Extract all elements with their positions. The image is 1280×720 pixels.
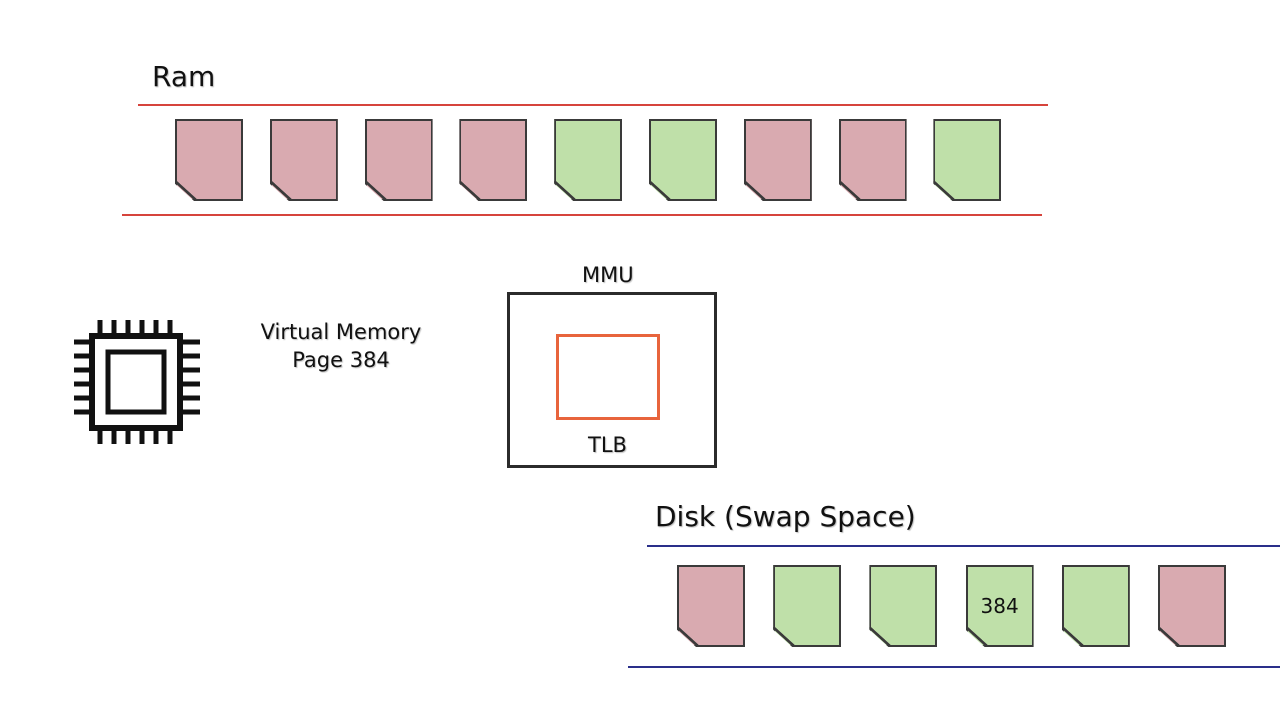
mmu-box [507,292,717,468]
tlb-label: TLB [588,433,627,457]
virtual-page-number: Page 384 [292,348,390,372]
ram-title: Ram [152,60,216,93]
tlb-box [556,334,660,420]
ram-page-used [175,119,243,201]
virtual-memory-line: Virtual Memory [260,320,422,344]
ram-bottom-rail [122,214,1042,216]
mmu-label: MMU [582,263,634,287]
ram-page-used [269,119,338,201]
ram-page-free [554,119,623,201]
ram-page-free [649,119,717,201]
disk-page-free: 384 [965,565,1034,647]
disk-top-rail [647,545,1280,547]
disk-page-free [869,565,938,647]
ram-page-used [364,119,433,201]
disk-page-label: 384 [980,594,1019,618]
cpu-chip-icon [74,320,200,444]
virtual-memory-label: Virtual Memory Page 384 [236,318,446,374]
disk-title: Disk (Swap Space) [655,500,916,533]
disk-bottom-rail [628,666,1280,668]
ram-page-used [743,119,812,201]
ram-page-used [838,119,907,201]
disk-page-free [1061,565,1130,647]
disk-page-free [773,565,842,647]
ram-top-rail [138,104,1048,106]
disk-page-used [1158,565,1226,647]
ram-page-free [933,119,1002,201]
disk-page-used [677,565,745,647]
ram-page-used [459,119,528,201]
